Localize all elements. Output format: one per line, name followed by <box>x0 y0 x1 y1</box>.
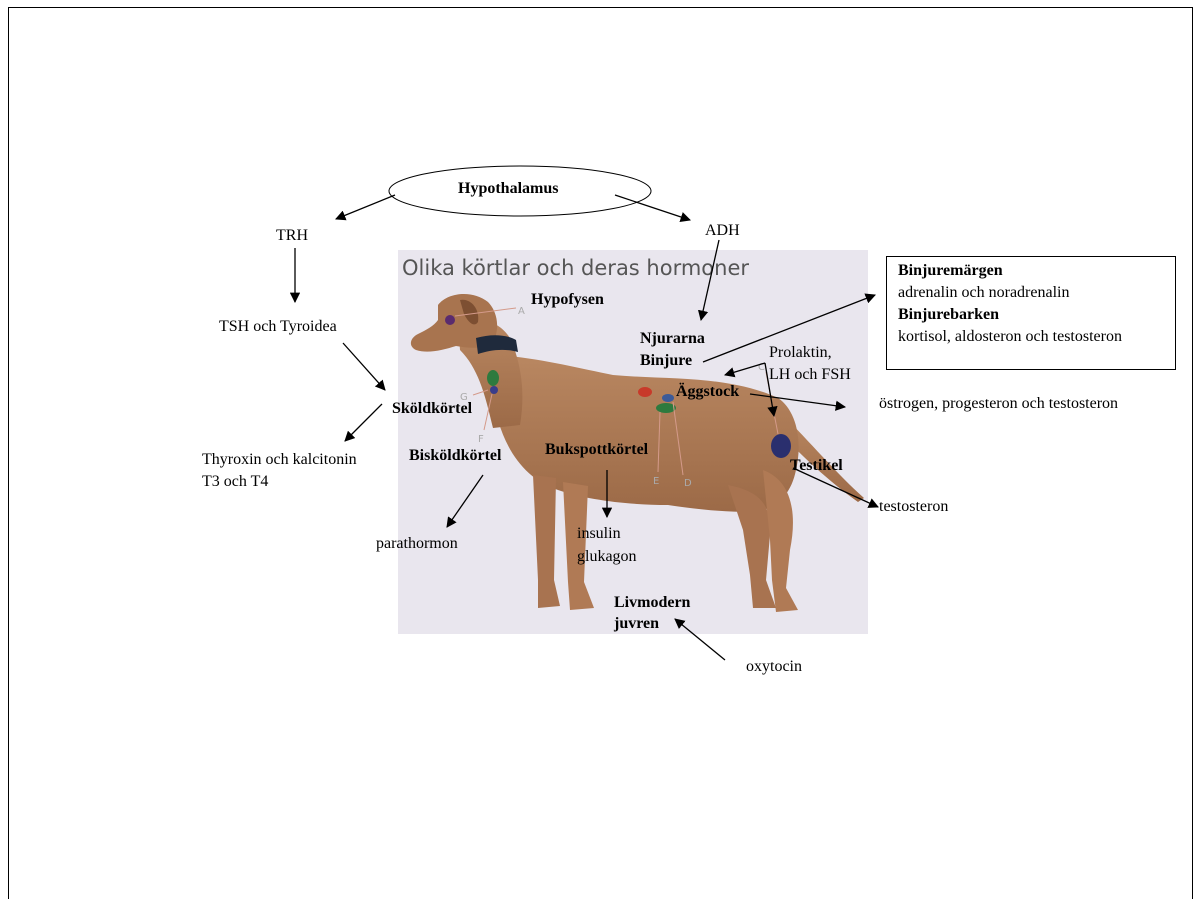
hypofysen-label: Hypofysen <box>531 291 604 308</box>
marker-letter-c: C <box>758 362 765 373</box>
marker-line-e <box>657 411 661 473</box>
aggstock-marker <box>662 394 674 402</box>
marker-line-f <box>483 393 493 431</box>
tsh-label: TSH och Tyroidea <box>219 318 337 335</box>
glukagon-label: glukagon <box>577 548 637 565</box>
arrow-oxytocin-livmodern <box>674 618 726 661</box>
dog-body <box>498 355 799 512</box>
biskoldkortel-label: Bisköldkörtel <box>409 447 502 464</box>
prolaktin-label-line2: LH och FSH <box>769 366 851 383</box>
binjure-info-box: Binjuremärgen adrenalin och noradrenalin… <box>886 256 1176 370</box>
frame-border-right <box>1192 7 1193 899</box>
hypothalamus-label: Hypothalamus <box>458 180 559 197</box>
marker-letter-e: E <box>653 476 659 487</box>
hypothalamus-ellipse <box>388 165 652 217</box>
testikel-marker <box>771 434 791 458</box>
arrow-aggstock-ostrogen <box>749 393 847 411</box>
parathormon-label: parathormon <box>376 535 458 552</box>
aggstock-label: Äggstock <box>676 383 740 400</box>
arrow-prolaktin-testikel <box>764 362 778 418</box>
arrow-binjure-box <box>702 293 876 363</box>
photo-title: Olika körtlar och deras hormoner <box>402 256 750 280</box>
arrow-skold-thyroxin <box>344 403 383 442</box>
marker-letter-g: G <box>460 392 468 403</box>
adh-label: ADH <box>705 222 740 239</box>
dog-illustration: A G F E D C <box>410 294 864 612</box>
oxytocin-label: oxytocin <box>746 658 802 675</box>
dog-front-leg-left <box>533 475 560 608</box>
insulin-label: insulin <box>577 525 621 542</box>
bukspottkortel-label: Bukspottkörtel <box>545 441 649 458</box>
hypofysen-marker <box>445 315 455 325</box>
juvren-label: juvren <box>614 615 660 632</box>
marker-line-d <box>672 401 684 476</box>
ostrogen-label: östrogen, progesteron och testosteron <box>879 395 1119 412</box>
marker-line-g <box>472 389 489 396</box>
arrow-adh-njurarna <box>697 239 720 322</box>
trh-label: TRH <box>276 227 308 244</box>
binjurebarken-heading: Binjurebarken <box>898 306 1000 323</box>
binjurebarken-hormones: kortisol, aldosteron och testosteron <box>898 328 1122 345</box>
dog-hind-leg-left <box>728 485 776 608</box>
bukspott-marker <box>656 403 676 413</box>
arrow-prolaktin-aggstock <box>724 362 766 378</box>
binjuremargen-hormones: adrenalin och noradrenalin <box>898 284 1070 301</box>
thyroxin-label-line1: Thyroxin och kalcitonin <box>202 451 357 468</box>
prolaktin-label-line1: Prolaktin, <box>769 344 832 361</box>
arrow-biskold-parathormon <box>446 474 484 528</box>
dog-collar <box>476 335 518 354</box>
dog-tail <box>778 415 864 502</box>
biskoldkortel-marker <box>490 386 498 394</box>
dog-ear <box>460 299 479 325</box>
arrow-tsh-skold <box>342 342 386 391</box>
arrow-hypothalamus-trh <box>335 194 396 221</box>
dog-front-leg-right <box>563 482 594 610</box>
testikel-label: Testikel <box>790 457 843 474</box>
dog-photo: A G F E D C Olika körtlar och deras horm… <box>398 250 868 634</box>
skoldkortel-marker <box>487 370 499 386</box>
marker-letter-d: D <box>684 478 692 489</box>
thyroxin-label-line2: T3 och T4 <box>202 473 269 490</box>
njurarna-label: Njurarna <box>640 330 705 347</box>
binjure-label: Binjure <box>640 352 693 369</box>
dog-hind-leg-right <box>763 470 798 612</box>
njure-marker <box>638 387 652 397</box>
livmodern-label: Livmodern <box>614 594 691 611</box>
frame-border-left <box>8 7 9 899</box>
binjuremargen-heading: Binjuremärgen <box>898 262 1003 279</box>
frame-border-top <box>8 7 1193 8</box>
arrow-testikel-testosteron <box>792 467 879 508</box>
skoldkortel-label: Sköldkörtel <box>392 400 473 417</box>
marker-letter-f: F <box>478 434 484 445</box>
marker-line-a <box>454 307 517 317</box>
arrow-hypothalamus-adh <box>614 194 691 222</box>
testosteron-label: testosteron <box>879 498 949 515</box>
marker-letter-a: A <box>518 306 525 317</box>
